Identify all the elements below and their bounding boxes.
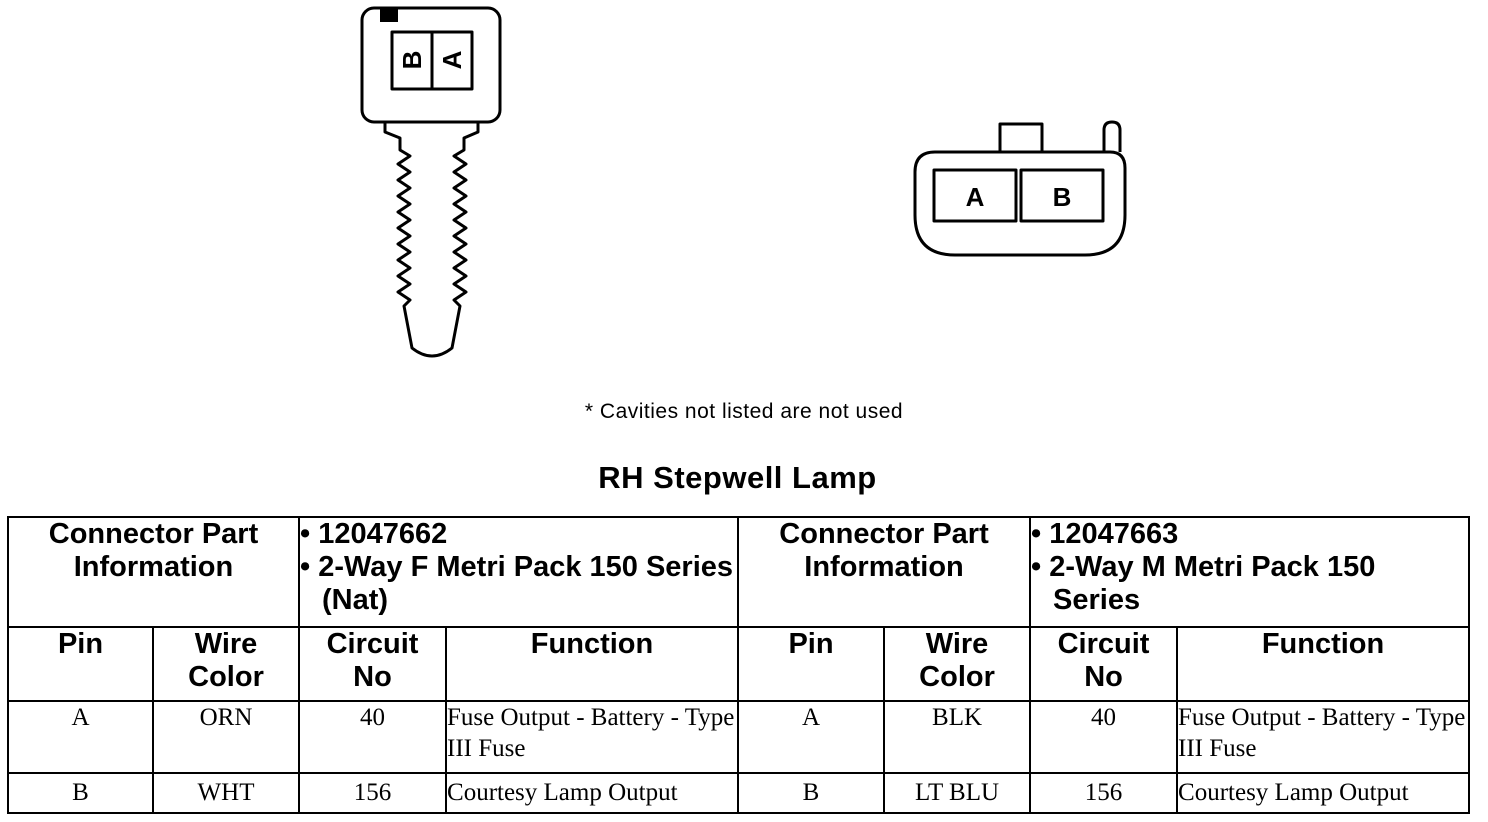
cavity-b-label: B xyxy=(1053,182,1072,212)
col-label: Wire xyxy=(194,628,258,660)
col-label: Function xyxy=(1261,628,1385,660)
col-function: Function xyxy=(445,626,740,702)
wire-color-cell: LT BLU xyxy=(883,772,1032,814)
cavity-a-label: A xyxy=(966,182,985,212)
cavity-a-box xyxy=(932,168,1018,223)
circuit-cell: 40 xyxy=(298,700,448,774)
col-label: Wire xyxy=(925,628,989,660)
table-title: RH Stepwell Lamp xyxy=(598,460,877,495)
right-part-description: • 2-Way M Metri Pack 150 Series xyxy=(1031,551,1376,616)
pin-cell: B xyxy=(737,772,886,814)
pin-cell: B xyxy=(7,772,154,814)
male-connector xyxy=(913,120,1127,257)
wire-color-cell: ORN xyxy=(151,700,301,774)
label-line: Connector Part xyxy=(779,518,989,550)
function-cell: Fuse Output - Battery - Type III Fuse xyxy=(445,700,740,774)
left-part-info: • 12047662 • 2-Way F Metri Pack 150 Seri… xyxy=(298,516,740,628)
circuit-cell: 156 xyxy=(298,772,448,814)
circuit-cell: 40 xyxy=(1029,700,1179,774)
right-part-info-label: Connector Part Information xyxy=(737,516,1032,628)
col-function: Function xyxy=(1176,626,1471,702)
function-cell: Fuse Output - Battery - Type III Fuse xyxy=(1176,700,1471,774)
left-part-number: • 12047662 xyxy=(300,518,448,550)
right-part-number: • 12047663 xyxy=(1031,518,1179,550)
left-part-description: • 2-Way F Metri Pack 150 Series (Nat) xyxy=(300,551,734,616)
locking-tab xyxy=(998,122,1044,152)
pinout-table: Connector Part Information • 12047662 • … xyxy=(6,516,1471,814)
col-label: Color xyxy=(188,661,264,693)
col-label: Pin xyxy=(788,628,834,660)
left-part-info-label: Connector Part Information xyxy=(6,516,301,628)
function-cell: Courtesy Lamp Output xyxy=(1176,772,1471,814)
col-label: Circuit xyxy=(1057,628,1150,660)
col-label: Color xyxy=(919,661,995,693)
col-pin: Pin xyxy=(7,626,154,702)
col-pin: Pin xyxy=(737,626,886,702)
pin-one-marker xyxy=(380,8,398,22)
wire-color-cell: BLK xyxy=(883,700,1032,774)
cavity-note: * Cavities not listed are not used xyxy=(584,400,904,423)
col-label: No xyxy=(353,661,392,693)
wire-color-cell: WHT xyxy=(151,772,301,814)
label-line: Information xyxy=(73,551,234,583)
pin-cell: A xyxy=(737,700,886,774)
table-row: B WHT 156 Courtesy Lamp Output B LT BLU … xyxy=(7,772,1471,814)
cavity-b-label: B xyxy=(397,51,427,70)
col-label: Circuit xyxy=(326,628,419,660)
cavity-a-label: A xyxy=(437,50,467,69)
part-info-row: Connector Part Information • 12047662 • … xyxy=(6,516,1471,628)
col-label: Pin xyxy=(57,628,104,660)
female-connector xyxy=(360,6,502,358)
wire-harness-boot xyxy=(383,122,480,358)
table-row: A ORN 40 Fuse Output - Battery - Type II… xyxy=(7,700,1471,774)
right-part-info: • 12047663 • 2-Way M Metri Pack 150 Seri… xyxy=(1029,516,1471,628)
function-cell: Courtesy Lamp Output xyxy=(445,772,740,814)
col-label: No xyxy=(1084,661,1123,693)
cavity-a-box xyxy=(430,30,474,91)
col-label: Function xyxy=(530,628,654,660)
pin-cell: A xyxy=(7,700,154,774)
label-line: Connector Part xyxy=(48,518,259,550)
latch-arm xyxy=(1102,120,1122,152)
circuit-cell: 156 xyxy=(1029,772,1179,814)
label-line: Information xyxy=(804,551,964,583)
cavity-b-box xyxy=(1019,168,1105,223)
